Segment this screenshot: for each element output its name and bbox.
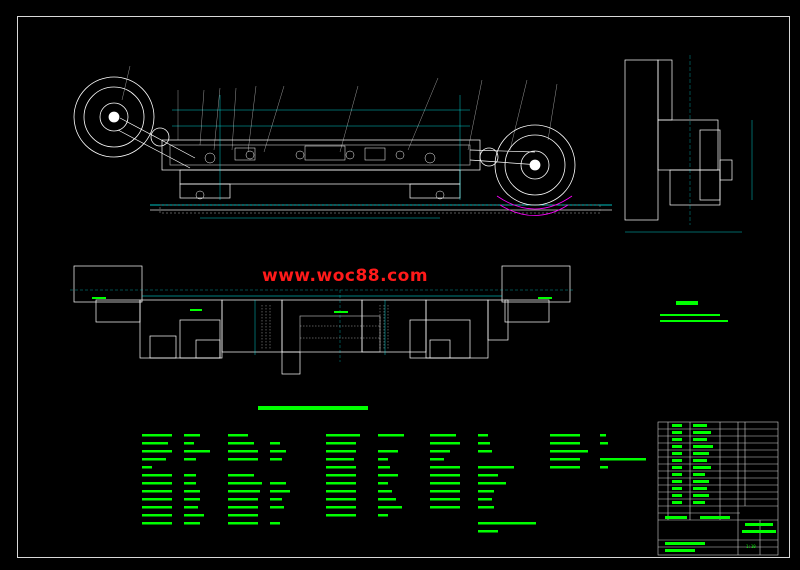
caption-text <box>258 406 368 410</box>
right-drum <box>479 124 576 206</box>
technical-requirements <box>660 301 728 322</box>
body-details <box>195 145 445 200</box>
plan-hatch <box>261 305 389 350</box>
title-block-text <box>665 424 776 552</box>
plan-view <box>70 265 575 375</box>
elevation-view <box>117 95 612 219</box>
drawing-scale: 1:10 <box>746 544 756 549</box>
title-block <box>657 421 779 556</box>
side-view <box>624 55 753 233</box>
parameter-table <box>142 434 646 533</box>
plan-dim-labels <box>92 297 552 313</box>
watermark-url: www.woc88.com <box>262 266 429 286</box>
left-drum <box>73 76 170 158</box>
drawing-frame <box>17 16 790 558</box>
callout-leaders <box>121 65 558 153</box>
right-drum-hatch <box>496 195 573 216</box>
